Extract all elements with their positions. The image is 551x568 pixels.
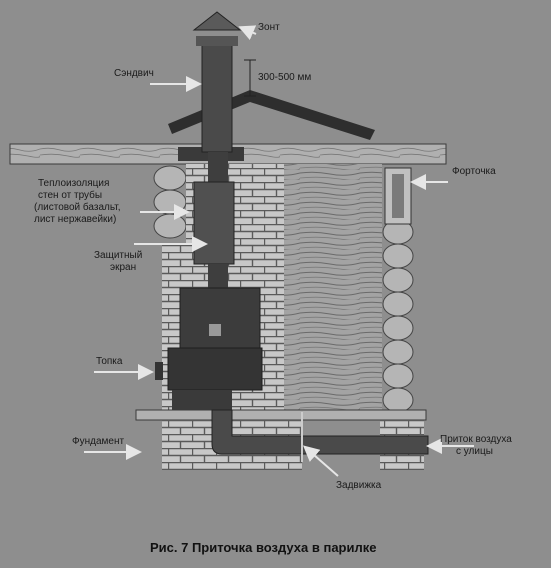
label-foundation: Фундамент xyxy=(72,436,124,447)
label-insulation-4: лист нержавейки) xyxy=(34,214,116,225)
label-vent-window: Форточка xyxy=(452,166,496,177)
vent-window-opening xyxy=(392,174,404,218)
label-umbrella: Зонт xyxy=(258,22,280,33)
floor-board xyxy=(135,409,427,421)
roof xyxy=(168,90,375,140)
stove-firebox xyxy=(167,347,263,391)
chimney-pipe-lower xyxy=(208,264,228,290)
label-shield-2: экран xyxy=(110,262,136,273)
protective-screen xyxy=(193,181,235,265)
stove-ashpan xyxy=(172,390,232,410)
stove-body xyxy=(179,287,261,349)
wood-wall xyxy=(284,164,382,416)
arrow-umbrella xyxy=(238,25,257,41)
label-intake-2: с улицы xyxy=(456,446,493,457)
label-insulation-3: (листовой базальт, xyxy=(34,201,121,213)
umbrella-cap xyxy=(192,11,242,31)
label-firebox: Топка xyxy=(96,356,123,367)
firebox-door xyxy=(155,362,163,380)
label-insulation-2: стен от трубы xyxy=(38,189,102,201)
chimney-cap-collar xyxy=(196,36,238,46)
label-damper: Задвижка xyxy=(336,480,382,491)
stove-window xyxy=(209,324,221,336)
label-sandwich: Сэндвич xyxy=(114,68,154,79)
arrow-damper xyxy=(302,445,339,477)
chimney-pipe-inner xyxy=(208,152,228,184)
label-insulation-1: Теплоизоляция xyxy=(38,178,109,189)
air-intake-duct xyxy=(211,409,429,455)
chimney-pipe-sandwich xyxy=(201,39,233,153)
right-log-wall xyxy=(382,219,414,413)
figure-caption: Рис. 7 Приточка воздуха в парилке xyxy=(150,540,376,555)
left-log-wall xyxy=(153,165,187,239)
label-shield-1: Защитный xyxy=(94,250,142,261)
label-height-range: 300-500 мм xyxy=(258,72,311,83)
label-intake-1: Приток воздуха xyxy=(440,434,512,445)
